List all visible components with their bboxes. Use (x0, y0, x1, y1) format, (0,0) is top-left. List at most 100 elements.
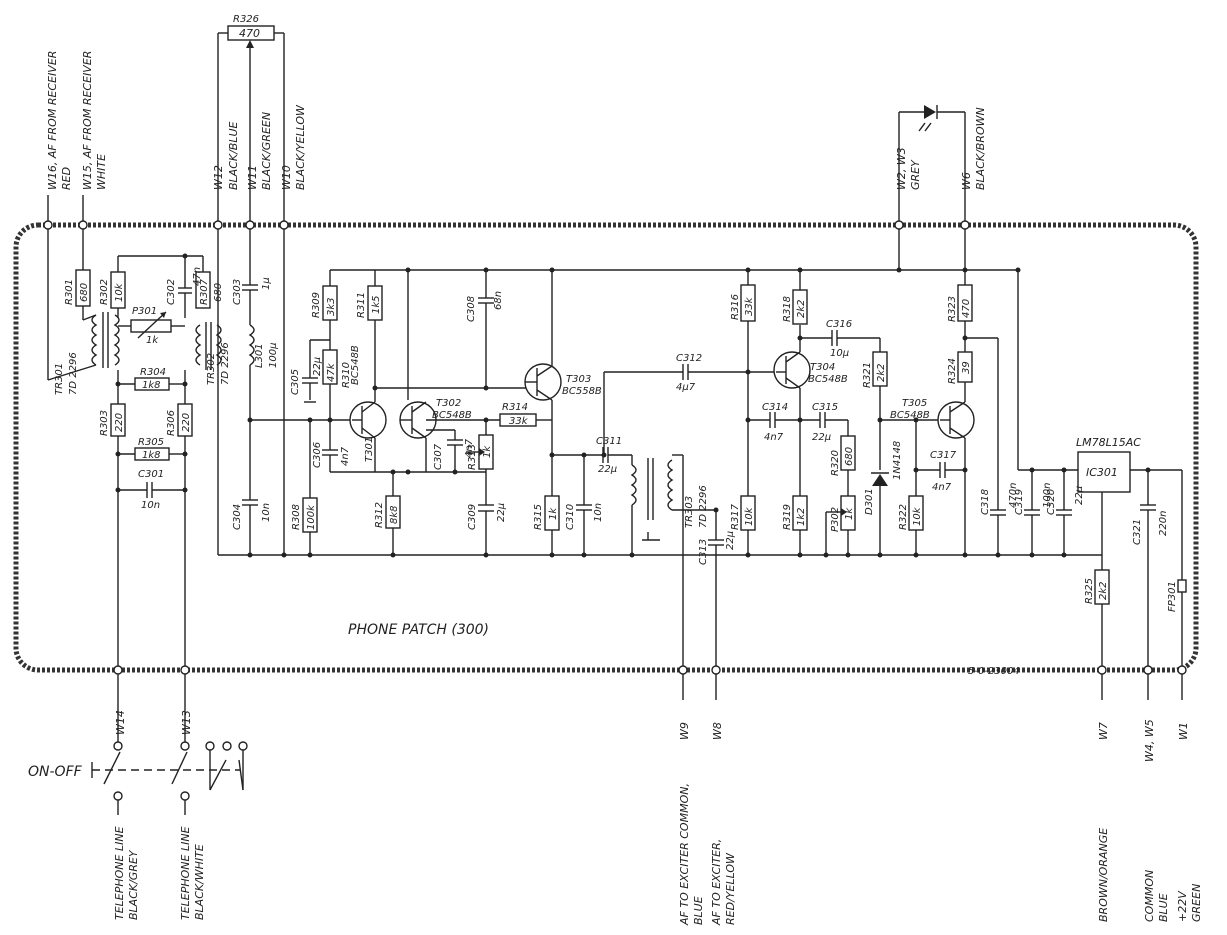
r302-ref: R302 (99, 279, 110, 305)
r314-ref: R314 (502, 402, 528, 413)
c314-value: 4n7 (764, 432, 784, 443)
r320-ref: R320 (830, 450, 841, 476)
w7-label: W7 (1097, 722, 1110, 740)
r312-ref: R312 (374, 502, 385, 528)
rails (217, 229, 1102, 556)
c304-value: 10n (261, 503, 272, 522)
on-off-switch: ON-OFF (28, 700, 248, 815)
c317-ref: C317 (930, 450, 957, 461)
bottom-wire-labels: W14 W13 W9 W8 W7 W4, W5 W1 TELEPHONE LIN… (113, 710, 1203, 926)
hybrid-section (47, 229, 258, 670)
preamp-labels: R309 3k3 47k R310 C305 22µ R311 1k5 BC54… (290, 291, 736, 565)
w11-color: BLACK/GREEN (260, 112, 273, 190)
w15-label: W15, AF FROM RECEIVER (81, 51, 94, 190)
tel2-label: TELEPHONE LINE (179, 826, 192, 920)
c305-value: 22µ (312, 357, 323, 376)
d301-type: 1N4148 (892, 441, 903, 480)
r322-ref: R322 (898, 504, 909, 530)
c314-ref: C314 (762, 402, 788, 413)
c320-ref: C320 (1046, 489, 1057, 515)
tr303-type: 7D 2296 (698, 485, 709, 528)
r307-ref: R307 (199, 278, 210, 305)
c310-value: 10n (593, 503, 604, 522)
r302-value: 10k (114, 282, 125, 302)
w2w3-color: GREY (909, 159, 922, 190)
r307-value: 680 (213, 283, 224, 302)
r304-value: 1k8 (142, 380, 161, 391)
w6-label: W6 (960, 172, 973, 190)
r319-value: 1k2 (796, 507, 807, 526)
r323-ref: R323 (947, 296, 958, 322)
top-wire-labels: W16, AF FROM RECEIVER RED W15, AF FROM R… (46, 51, 987, 190)
c307-ref: C307 (433, 443, 444, 470)
common-color: BLUE (1157, 893, 1170, 922)
plus22-color: GREEN (1190, 884, 1203, 922)
w16-color: RED (60, 167, 73, 190)
r313-ref: R313 (467, 444, 478, 470)
d301-ref: D301 (864, 488, 875, 515)
c302-ref: C302 (166, 279, 177, 305)
p301-ref: P301 (132, 306, 157, 317)
r310-ref: R310 (341, 362, 352, 388)
t301-transistor (349, 401, 387, 439)
p302-ref: P302 (830, 507, 841, 532)
top-terminals (43, 80, 970, 230)
hybrid-labels: R301 680 R302 10k C302 47n P301 1k TR301… (54, 267, 279, 530)
t304-transistor (773, 351, 811, 389)
t304-ref: T304 (810, 362, 835, 373)
c311-ref: C311 (596, 436, 622, 447)
w10-color: BLACK/YELLOW (294, 104, 307, 190)
c306-value: 4n7 (340, 446, 351, 466)
w8-label: W8 (711, 722, 724, 740)
junctions (115, 253, 1151, 558)
l301-ref: L301 (254, 343, 265, 368)
t303-ref: T303 (566, 374, 591, 385)
common-label: COMMON (1143, 870, 1156, 922)
c316-value: 10µ (830, 348, 849, 359)
c315-ref: C315 (812, 402, 838, 413)
t305-ref: T305 (902, 398, 927, 409)
c310-ref: C310 (565, 504, 576, 530)
r311-value: 1k5 (371, 295, 382, 314)
w15-color: WHITE (95, 154, 108, 190)
r303-ref: R303 (99, 410, 110, 436)
c302-value: 47n (192, 267, 203, 286)
af-exciter-label: AF TO EXCITER, (710, 839, 723, 926)
on-off-label: ON-OFF (28, 764, 83, 780)
c304-ref: C304 (232, 504, 243, 530)
r308-ref: R308 (291, 504, 302, 530)
c316-ref: C316 (826, 319, 852, 330)
t302-type: BC548B (432, 410, 472, 421)
w12-color: BLACK/BLUE (227, 121, 240, 190)
w6-color: BLACK/BROWN (974, 107, 987, 190)
r317-value: 10k (744, 506, 755, 526)
r318-ref: R318 (782, 296, 793, 322)
c317-value: 4n7 (932, 482, 952, 493)
r316-ref: R316 (730, 294, 741, 320)
c321-value: 220n (1158, 511, 1169, 536)
r314-value: 33k (509, 416, 529, 427)
w12-label: W12 (212, 165, 225, 190)
r319-ref: R319 (782, 504, 793, 530)
w4w5-label: W4, W5 (1143, 719, 1156, 762)
r305-ref: R305 (138, 437, 164, 448)
bottom-terminals (113, 665, 1187, 700)
w13-label: W13 (180, 710, 193, 735)
p302-value: 1k (844, 507, 855, 520)
brown-orange-label: BROWN/ORANGE (1097, 828, 1110, 922)
tr302-ref: TR302 (206, 353, 217, 385)
r311-ref: R311 (356, 292, 367, 318)
c309-value: 22µ (496, 503, 507, 522)
c307-value: 4n7 (464, 438, 475, 458)
tr301-type: 7D 2296 (68, 352, 79, 395)
c303-ref: C303 (232, 279, 243, 305)
l301-value: 100µ (268, 343, 279, 368)
c306-ref: C306 (312, 442, 323, 468)
tel1-color: BLACK/GREY (127, 849, 140, 920)
tr302-type: 7D 2296 (220, 342, 231, 385)
r306-value: 220 (181, 413, 192, 432)
ic301-ref: IC301 (1086, 466, 1118, 479)
r310-value: 47k (326, 362, 337, 382)
r313-value: 1k (482, 445, 493, 458)
